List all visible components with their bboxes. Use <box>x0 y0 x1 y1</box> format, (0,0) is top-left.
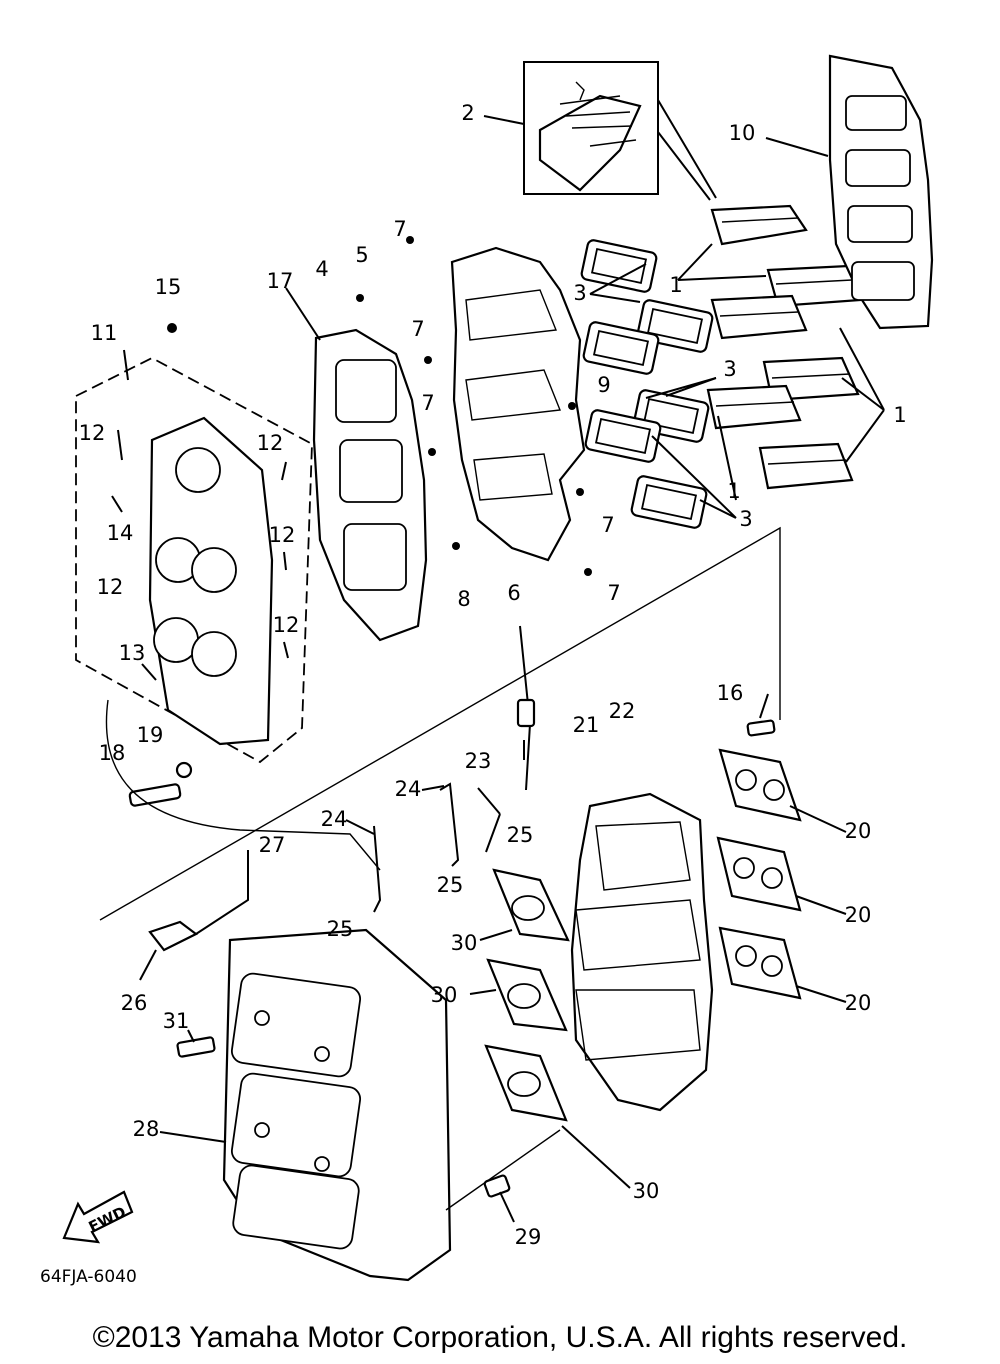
callout-3c: 3 <box>739 507 752 531</box>
callout-3b: 3 <box>723 357 736 381</box>
callout-29: 29 <box>515 1225 542 1249</box>
callout-20a: 20 <box>845 819 872 843</box>
callout-17: 17 <box>267 269 294 293</box>
forward-arrow: FWD <box>62 1190 134 1244</box>
callout-1b: 1 <box>893 403 906 427</box>
callout-12b: 12 <box>257 431 284 455</box>
callout-25c: 25 <box>327 917 354 941</box>
callout-31: 31 <box>163 1009 190 1033</box>
callout-30b: 30 <box>431 983 458 1007</box>
callout-1a: 1 <box>669 273 682 297</box>
callout-26: 26 <box>121 991 148 1015</box>
silencer-cover-28 <box>222 928 452 1282</box>
callout-25b: 25 <box>437 873 464 897</box>
callout-7d: 7 <box>601 513 614 537</box>
callout-leaders <box>111 115 885 1223</box>
callout-1c: 1 <box>727 479 740 503</box>
reed-valve-detail-inset <box>523 61 717 201</box>
callout-12d: 12 <box>269 523 296 547</box>
gasket-17 <box>312 328 428 642</box>
callout-6: 6 <box>507 581 520 605</box>
callout-20c: 20 <box>845 991 872 1015</box>
gaskets-30 <box>484 868 570 1122</box>
callout-19: 19 <box>137 723 164 747</box>
callout-21: 21 <box>573 713 600 737</box>
callout-12a: 12 <box>79 421 106 445</box>
gasket-10 <box>828 54 934 330</box>
callout-10: 10 <box>729 121 756 145</box>
callout-25a: 25 <box>507 823 534 847</box>
diagram-code: 64FJA-6040 <box>40 1267 137 1287</box>
callout-5: 5 <box>355 243 368 267</box>
callout-2: 2 <box>461 101 474 125</box>
callout-12c: 12 <box>97 575 124 599</box>
callout-16: 16 <box>717 681 744 705</box>
callout-3a: 3 <box>573 281 586 305</box>
callout-12e: 12 <box>273 613 300 637</box>
callout-4: 4 <box>315 257 328 281</box>
cover-plate-group-11 <box>75 356 313 764</box>
callout-7a: 7 <box>393 217 406 241</box>
callout-15: 15 <box>155 275 182 299</box>
callout-8: 8 <box>457 587 470 611</box>
intake-manifold-6 <box>450 246 586 562</box>
callout-28: 28 <box>133 1117 160 1141</box>
callout-11: 11 <box>91 321 118 345</box>
callout-24b: 24 <box>395 777 422 801</box>
reed-valve-assemblies <box>706 204 862 490</box>
reed-plates-3 <box>580 239 714 529</box>
callout-30a: 30 <box>451 931 478 955</box>
hardware-and-leaders <box>99 236 781 1211</box>
copyright-notice: ©2013 Yamaha Motor Corporation, U.S.A. A… <box>92 1321 908 1354</box>
callout-7e: 7 <box>607 581 620 605</box>
callout-30c: 30 <box>633 1179 660 1203</box>
callout-23: 23 <box>465 749 492 773</box>
callout-27: 27 <box>259 833 286 857</box>
callout-24a: 24 <box>321 807 348 831</box>
part-number-callouts: 1 1 1 2 3 3 3 4 5 6 7 7 7 7 7 8 9 10 11 … <box>79 101 907 1249</box>
callout-7c: 7 <box>421 391 434 415</box>
callout-9: 9 <box>597 373 610 397</box>
callout-20b: 20 <box>845 903 872 927</box>
exploded-parts-diagram: FWD 1 1 1 2 3 3 3 4 5 6 7 7 7 7 7 8 9 10… <box>40 54 934 1287</box>
callout-22: 22 <box>609 699 636 723</box>
carburetor-block <box>570 792 714 1112</box>
callout-14: 14 <box>107 521 134 545</box>
callout-13: 13 <box>119 641 146 665</box>
callout-18: 18 <box>99 741 126 765</box>
gaskets-20 <box>716 748 802 1000</box>
callout-7b: 7 <box>411 317 424 341</box>
